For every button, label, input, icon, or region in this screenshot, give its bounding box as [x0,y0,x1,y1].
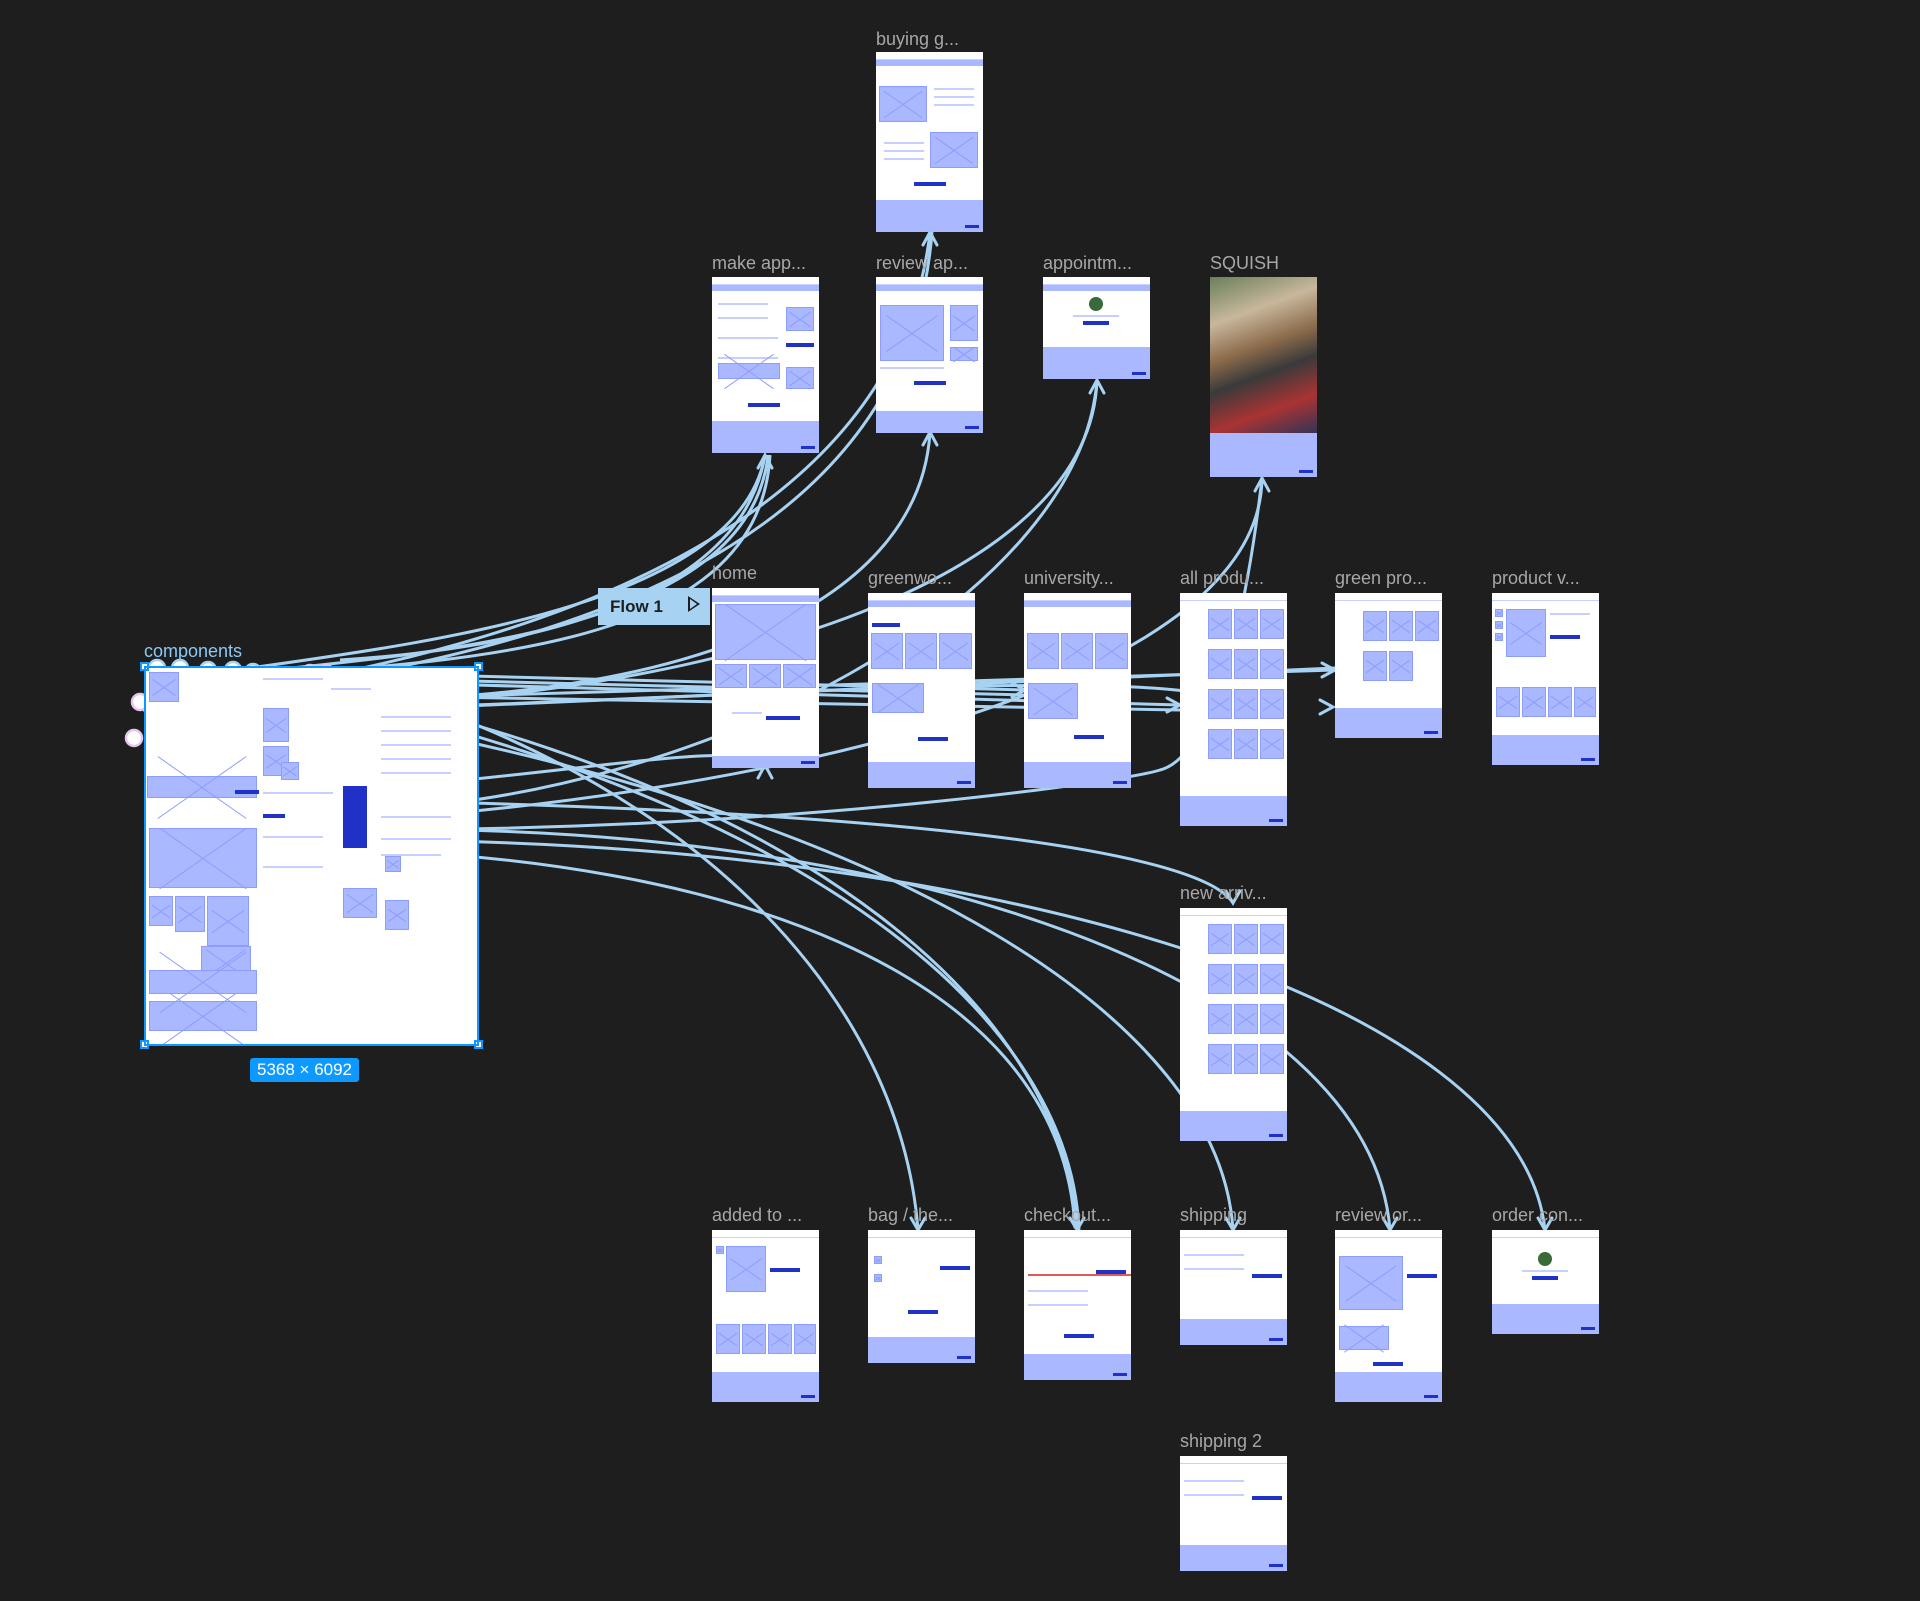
frame-label-shipping: shipping [1180,1205,1248,1225]
frame-label-greenpro: green pro... [1335,568,1428,588]
selection-size-badge: 5368 × 6092 [250,1058,360,1082]
component-text-line [263,836,323,838]
frame-label-bag: bag / the... [868,1205,954,1225]
frame-home[interactable] [712,588,819,768]
frame-squish[interactable] [1210,277,1317,477]
frame-label-orderconf: order con... [1492,1205,1584,1225]
component-placeholder [281,762,299,780]
component-placeholder [343,888,377,918]
selection-outline [144,666,479,1046]
components-frame-label: components [144,641,243,661]
component-placeholder [149,970,257,994]
frame-label-reviewor: review or... [1335,1205,1423,1225]
component-text-line [381,758,451,760]
frame-label-buying: buying g... [876,29,960,49]
frame-label-newarriv: new arriv... [1180,883,1267,903]
flow-label: Flow 1 [610,596,663,616]
components-frame[interactable] [145,666,478,1044]
frame-label-squish: SQUISH [1210,253,1280,273]
frame-new-arrivals[interactable] [1180,908,1287,1141]
frame-label-greenwo: greenwo... [868,568,953,588]
component-placeholder [385,900,409,930]
component-text-line [331,688,371,690]
component-text-line [381,838,451,840]
frame-shipping[interactable] [1180,1230,1287,1345]
frame-label-allprod: all produ... [1180,568,1265,588]
component-text-line [381,716,451,718]
frame-added-to-bag[interactable] [712,1230,819,1402]
frame-label-addedto: added to ... [712,1205,803,1225]
component-placeholder [147,776,257,798]
frame-review-appointment[interactable] [876,277,983,433]
component-placeholder [149,672,179,702]
avatar [1089,297,1103,311]
component-placeholder [385,856,401,872]
frame-checkout[interactable] [1024,1230,1131,1380]
component-text-line [381,772,451,774]
frame-label-checkout: checkout... [1024,1205,1112,1225]
component-button [235,790,259,794]
frame-greenwood[interactable] [868,593,975,788]
frame-label-university: university... [1024,568,1114,588]
component-text-line [381,854,441,856]
frame-appointment-confirmation[interactable] [1043,277,1150,379]
frame-review-order[interactable] [1335,1230,1442,1402]
component-placeholder [263,708,289,742]
frame-label-productv: product v... [1492,568,1580,588]
avatar [1538,1252,1552,1266]
frame-university[interactable] [1024,593,1131,788]
frame-green-products[interactable] [1335,593,1442,738]
component-text-line [263,792,333,794]
component-text-line [263,678,323,680]
component-text-line [381,730,451,732]
frame-label-home: home [712,563,758,583]
bulldog-photo [1210,277,1317,433]
component-placeholder [149,896,173,926]
frame-make-appointment[interactable] [712,277,819,453]
frame-label-make: make app... [712,253,807,273]
frame-label-review-ap: review ap... [876,253,969,273]
component-text-line [263,866,323,868]
component-button [263,814,285,818]
frame-buying-guide[interactable] [876,52,983,232]
component-text-line [381,816,451,818]
frame-label-appointm: appointm... [1043,253,1133,273]
component-text-line [381,744,451,746]
frame-all-products[interactable] [1180,593,1287,826]
frame-bag[interactable] [868,1230,975,1363]
component-button-stack [343,786,367,848]
component-placeholder [149,828,257,888]
frame-label-shipping2: shipping 2 [1180,1431,1263,1451]
play-icon [688,596,700,612]
component-placeholder [175,896,205,932]
flow-start-button[interactable]: Flow 1 [598,588,710,625]
frame-product-view[interactable] [1492,593,1599,765]
frame-order-confirmation[interactable] [1492,1230,1599,1334]
frame-shipping-2[interactable] [1180,1456,1287,1571]
